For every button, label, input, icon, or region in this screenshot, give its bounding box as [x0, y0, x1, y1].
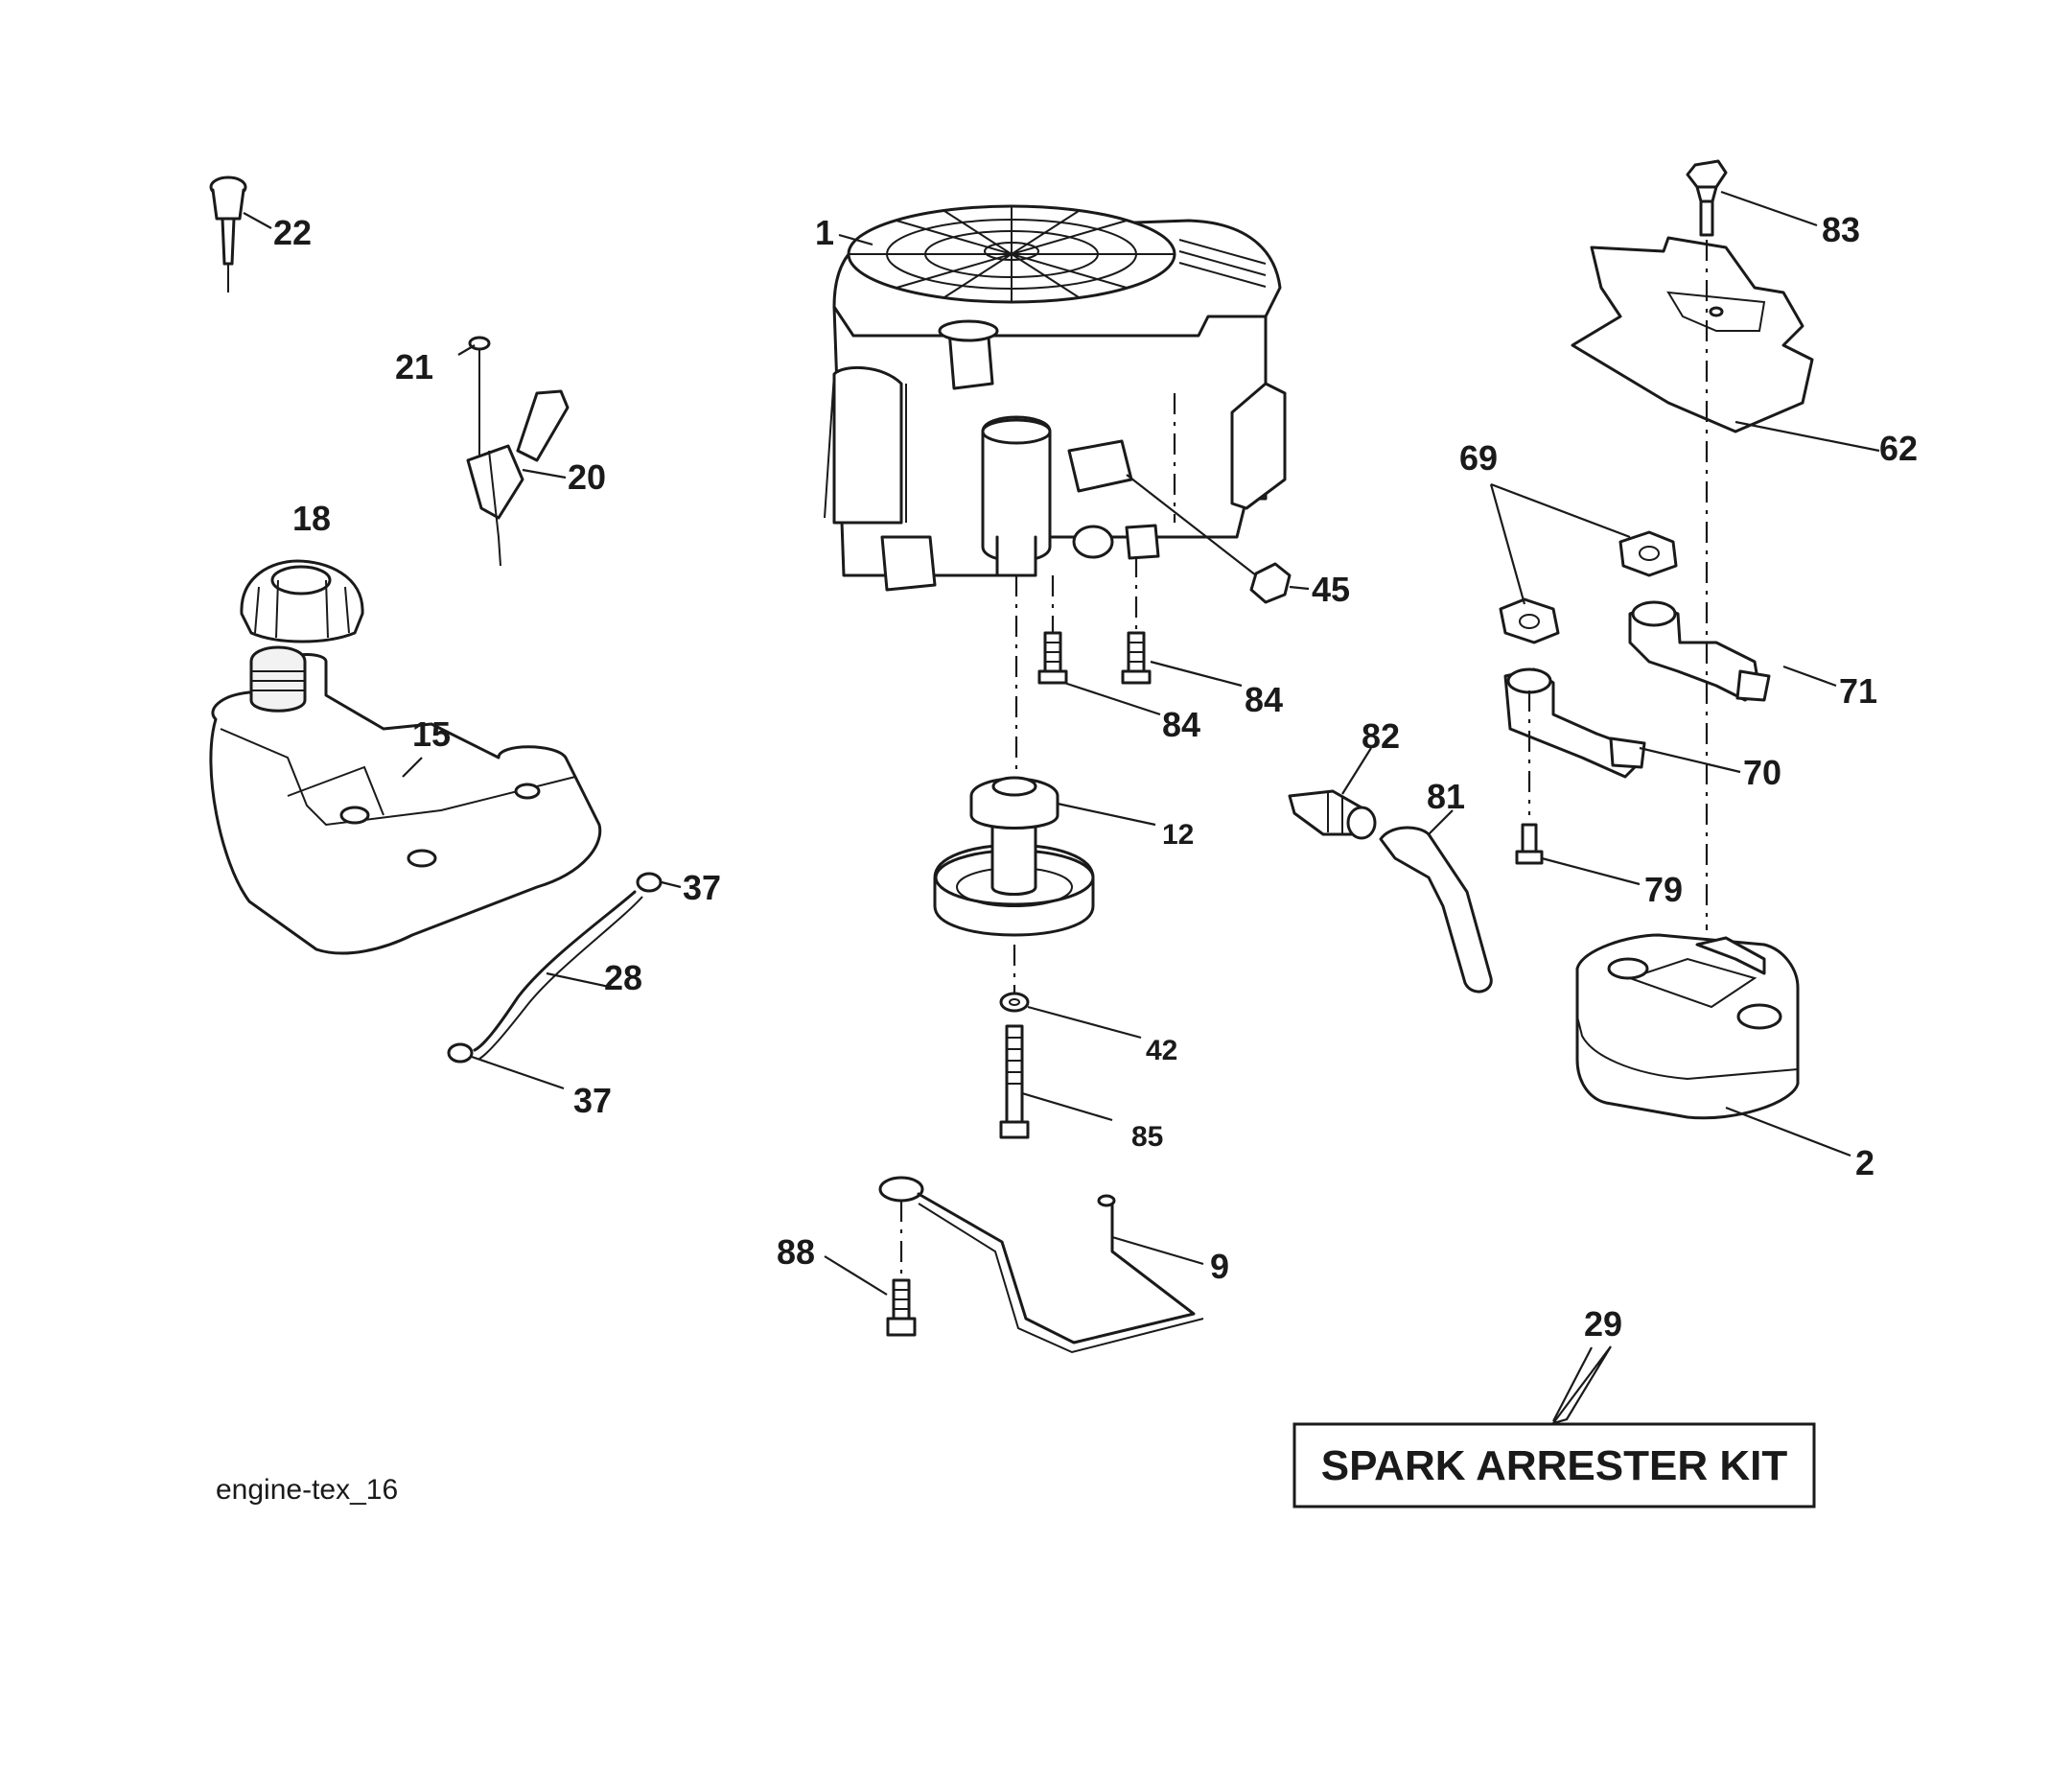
callout-2: 2: [1855, 1143, 1874, 1182]
part-88-bolt: [824, 1201, 917, 1337]
part-42-washer: [999, 945, 1142, 1040]
callout-84b: 84: [1162, 705, 1200, 744]
callout-70: 70: [1743, 753, 1781, 792]
callout-21: 21: [395, 347, 433, 386]
part-22-knob: [209, 175, 272, 292]
callout-69: 69: [1459, 438, 1498, 478]
callout-83: 83: [1822, 210, 1860, 249]
callout-29: 29: [1584, 1304, 1622, 1344]
part-83-knob: [1686, 159, 1818, 237]
callout-28: 28: [604, 958, 642, 997]
callout-81: 81: [1427, 777, 1465, 816]
callout-1: 1: [815, 213, 834, 252]
part-82-elbow: [1288, 747, 1377, 840]
callout-42: 42: [1146, 1035, 1177, 1066]
part-28-fuel-line: [447, 872, 682, 1090]
callout-84a: 84: [1245, 680, 1283, 719]
callout-37a: 37: [683, 868, 721, 907]
spark-arrester-kit-label: SPARK ARRESTER KIT: [1321, 1442, 1788, 1489]
callout-15: 15: [412, 714, 451, 754]
part-9-rod: [878, 1176, 1204, 1354]
callout-45: 45: [1312, 570, 1350, 609]
engine-assembly: [824, 204, 1287, 592]
part-79-bolt: [1515, 690, 1641, 886]
part-62-heat-shield: [1571, 236, 1880, 453]
callout-18: 18: [292, 499, 331, 538]
diagram-caption: engine-tex_16: [216, 1474, 398, 1506]
callout-88: 88: [777, 1232, 815, 1272]
part-70-exhaust-pipe: [1503, 667, 1741, 779]
part-84-bolts: [1037, 556, 1243, 716]
callout-37b: 37: [573, 1081, 612, 1120]
part-15-fuel-tank: [209, 645, 602, 955]
callout-85: 85: [1131, 1121, 1163, 1153]
callout-79: 79: [1644, 870, 1683, 909]
callout-20: 20: [568, 457, 606, 497]
part-12-pulley: [933, 575, 1156, 937]
part-69-gaskets: [1489, 482, 1678, 644]
part-29-leader: [1550, 1345, 1612, 1425]
part-81-hose: [1379, 809, 1493, 994]
part-1-leader: [838, 233, 873, 246]
callout-62: 62: [1879, 429, 1918, 468]
part-18-fuel-cap: [240, 559, 364, 643]
callout-71: 71: [1839, 671, 1877, 711]
spark-arrester-kit-box: [1292, 1422, 1816, 1508]
callout-12: 12: [1162, 819, 1194, 851]
part-85-bolt: [999, 1024, 1113, 1139]
part-45-nut: [1126, 474, 1310, 604]
part-20-bracket: [457, 336, 570, 567]
part-2-muffler: [1575, 933, 1851, 1157]
callout-82: 82: [1362, 716, 1400, 756]
callout-9: 9: [1210, 1247, 1229, 1286]
callout-22: 22: [273, 213, 312, 252]
part-71-exhaust-pipe: [1628, 600, 1837, 702]
